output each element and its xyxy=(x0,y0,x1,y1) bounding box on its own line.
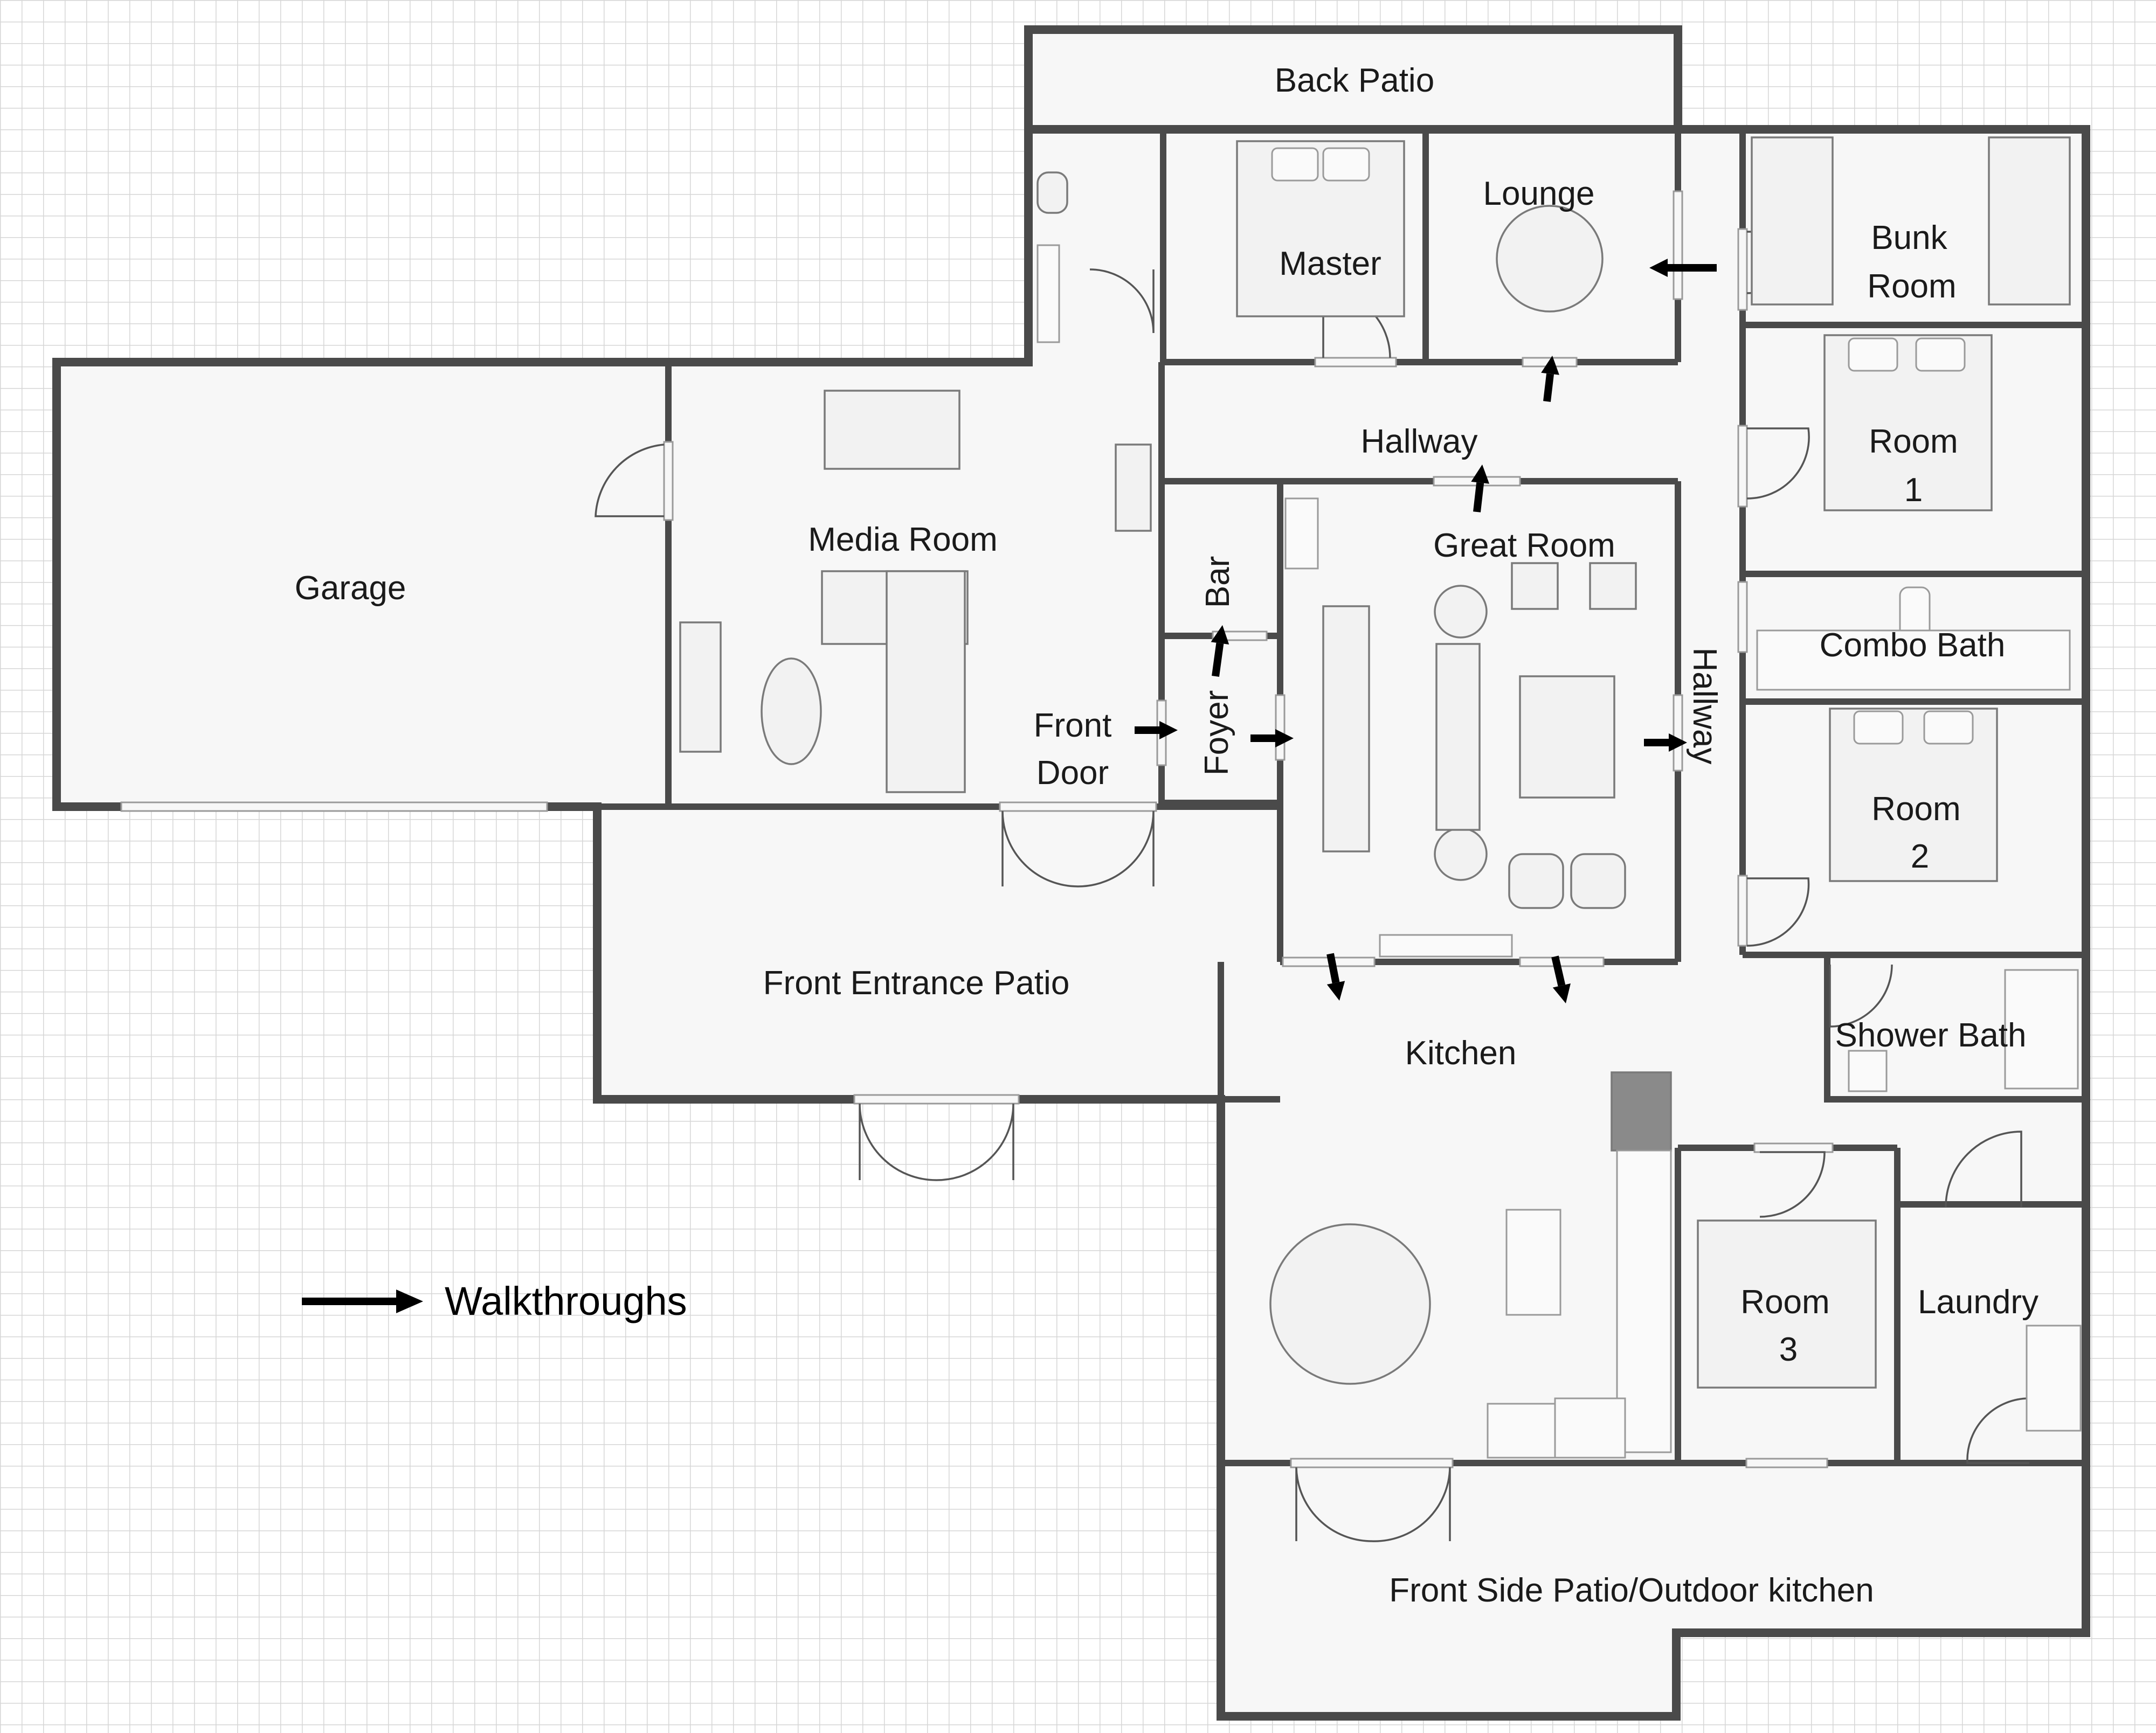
walkthrough-arrow-shaft xyxy=(1543,373,1554,402)
label-hallway-top: Hallway xyxy=(1360,423,1477,460)
walkthrough-arrow-icon xyxy=(1669,733,1687,752)
walkthrough-arrow-shaft xyxy=(1326,953,1340,983)
label-great-room: Great Room xyxy=(1433,527,1615,564)
label-garage: Garage xyxy=(295,570,406,607)
legend-arrow-head-icon xyxy=(396,1290,423,1313)
walkthrough-arrow-icon xyxy=(1159,721,1178,739)
walkthrough-arrow-icon xyxy=(1211,625,1229,644)
walkthrough-arrow-icon xyxy=(1326,981,1345,1001)
walkthrough-arrow-icon xyxy=(1649,259,1668,277)
label-room2-line1: Room xyxy=(1871,791,1960,828)
label-room2-line2: 2 xyxy=(1911,838,1929,875)
label-back-patio: Back Patio xyxy=(1275,62,1434,99)
label-hallway-side: Hallway xyxy=(1686,647,1723,764)
walkthrough-arrow-shaft xyxy=(1473,482,1484,512)
label-bunk-room-line1: Bunk xyxy=(1871,219,1947,257)
label-lounge: Lounge xyxy=(1483,175,1595,212)
label-room3-line2: 3 xyxy=(1779,1331,1798,1368)
label-combo-bath: Combo Bath xyxy=(1820,627,2006,664)
legend-walkthroughs: Walkthroughs xyxy=(445,1279,687,1323)
walkthrough-arrows xyxy=(1135,259,1717,1003)
label-kitchen: Kitchen xyxy=(1405,1035,1517,1072)
label-master: Master xyxy=(1279,245,1381,282)
walkthrough-arrow-icon xyxy=(1541,356,1559,375)
walkthrough-arrow-icon xyxy=(1552,983,1571,1003)
label-front-entrance-patio: Front Entrance Patio xyxy=(763,965,1070,1002)
label-front-door-line1: Front xyxy=(1034,707,1112,744)
walkthrough-arrow-icon xyxy=(1471,465,1490,484)
label-bar: Bar xyxy=(1199,556,1236,608)
label-shower-bath: Shower Bath xyxy=(1835,1017,2027,1054)
legend: Walkthroughs xyxy=(302,1279,687,1323)
label-room1-line1: Room xyxy=(1869,423,1958,460)
label-room1-line2: 1 xyxy=(1904,472,1923,509)
room-labels: Back Patio Lounge Master Bunk Room Hallw… xyxy=(295,62,2038,1609)
label-laundry: Laundry xyxy=(1918,1284,2038,1321)
label-bunk-room-line2: Room xyxy=(1867,268,1956,305)
label-front-door-line2: Door xyxy=(1036,754,1109,792)
label-media-room: Media Room xyxy=(808,521,997,558)
furniture xyxy=(679,136,2082,1459)
label-front-side-patio: Front Side Patio/Outdoor kitchen xyxy=(1389,1572,1874,1609)
walkthrough-arrow-shaft xyxy=(1551,955,1566,987)
walkthrough-arrow-shaft xyxy=(1212,642,1224,677)
walkthrough-arrow-icon xyxy=(1275,729,1294,747)
label-foyer: Foyer xyxy=(1198,690,1235,775)
label-room3-line1: Room xyxy=(1740,1284,1829,1321)
